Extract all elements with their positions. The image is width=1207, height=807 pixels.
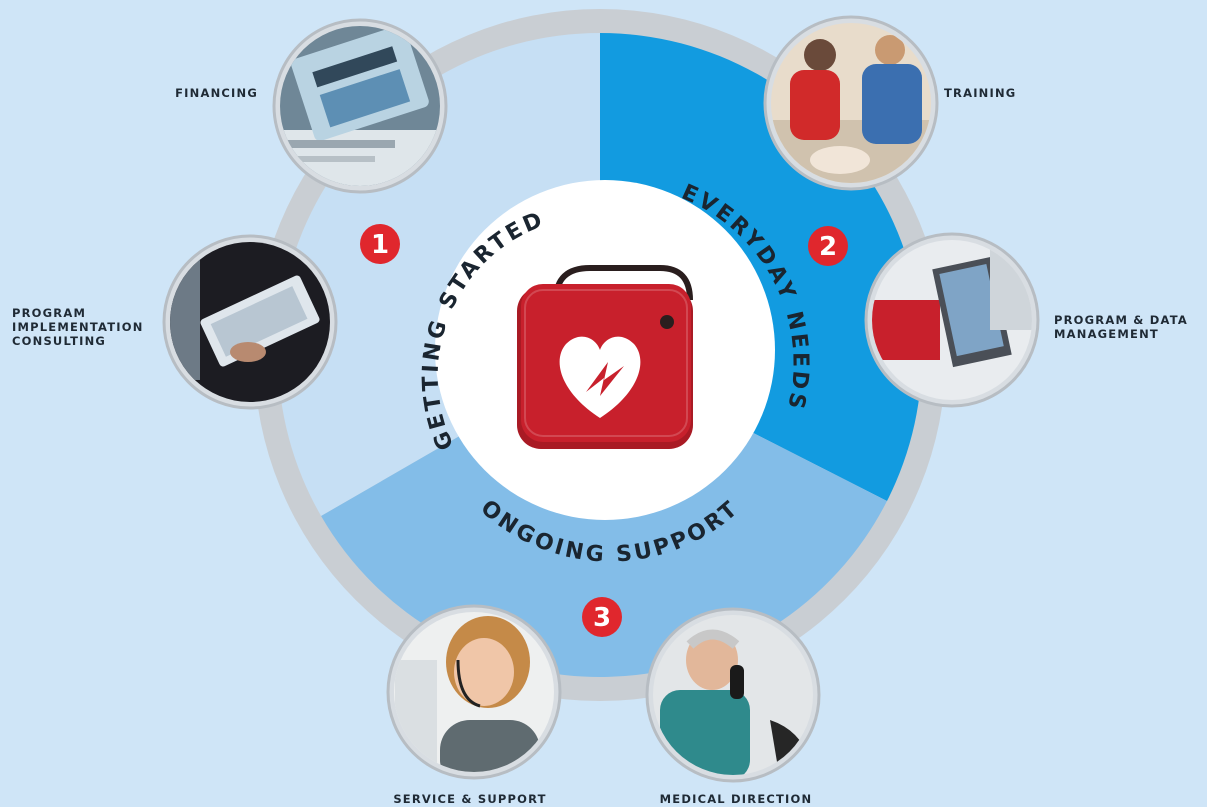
service-label-program-implementation: PROGRAM IMPLEMENTATION CONSULTING — [12, 306, 149, 348]
svg-text:1: 1 — [371, 230, 389, 260]
cpr-training-icon — [763, 15, 939, 191]
svg-text:3: 3 — [593, 603, 611, 633]
clipboard-icon — [162, 234, 338, 410]
svg-text:2: 2 — [819, 232, 837, 262]
aed-heart-icon — [517, 265, 693, 449]
telephone-icon — [645, 607, 821, 783]
service-label-financing: FINANCING — [175, 86, 258, 100]
headset-icon — [386, 604, 562, 780]
service-label-training: TRAINING — [944, 86, 1016, 100]
service-label-service-support: SERVICE & SUPPORT — [393, 792, 546, 806]
calculator-icon — [272, 18, 448, 194]
service-label-medical-direction: MEDICAL DIRECTION — [660, 792, 813, 806]
laptop-icon — [864, 232, 1040, 408]
phase-badge-2: 2 — [808, 226, 848, 266]
phase-badge-1: 1 — [360, 224, 400, 264]
phase-badge-3: 3 — [582, 597, 622, 637]
service-label-program-data-management: PROGRAM & DATA MANAGEMENT — [1054, 313, 1193, 341]
